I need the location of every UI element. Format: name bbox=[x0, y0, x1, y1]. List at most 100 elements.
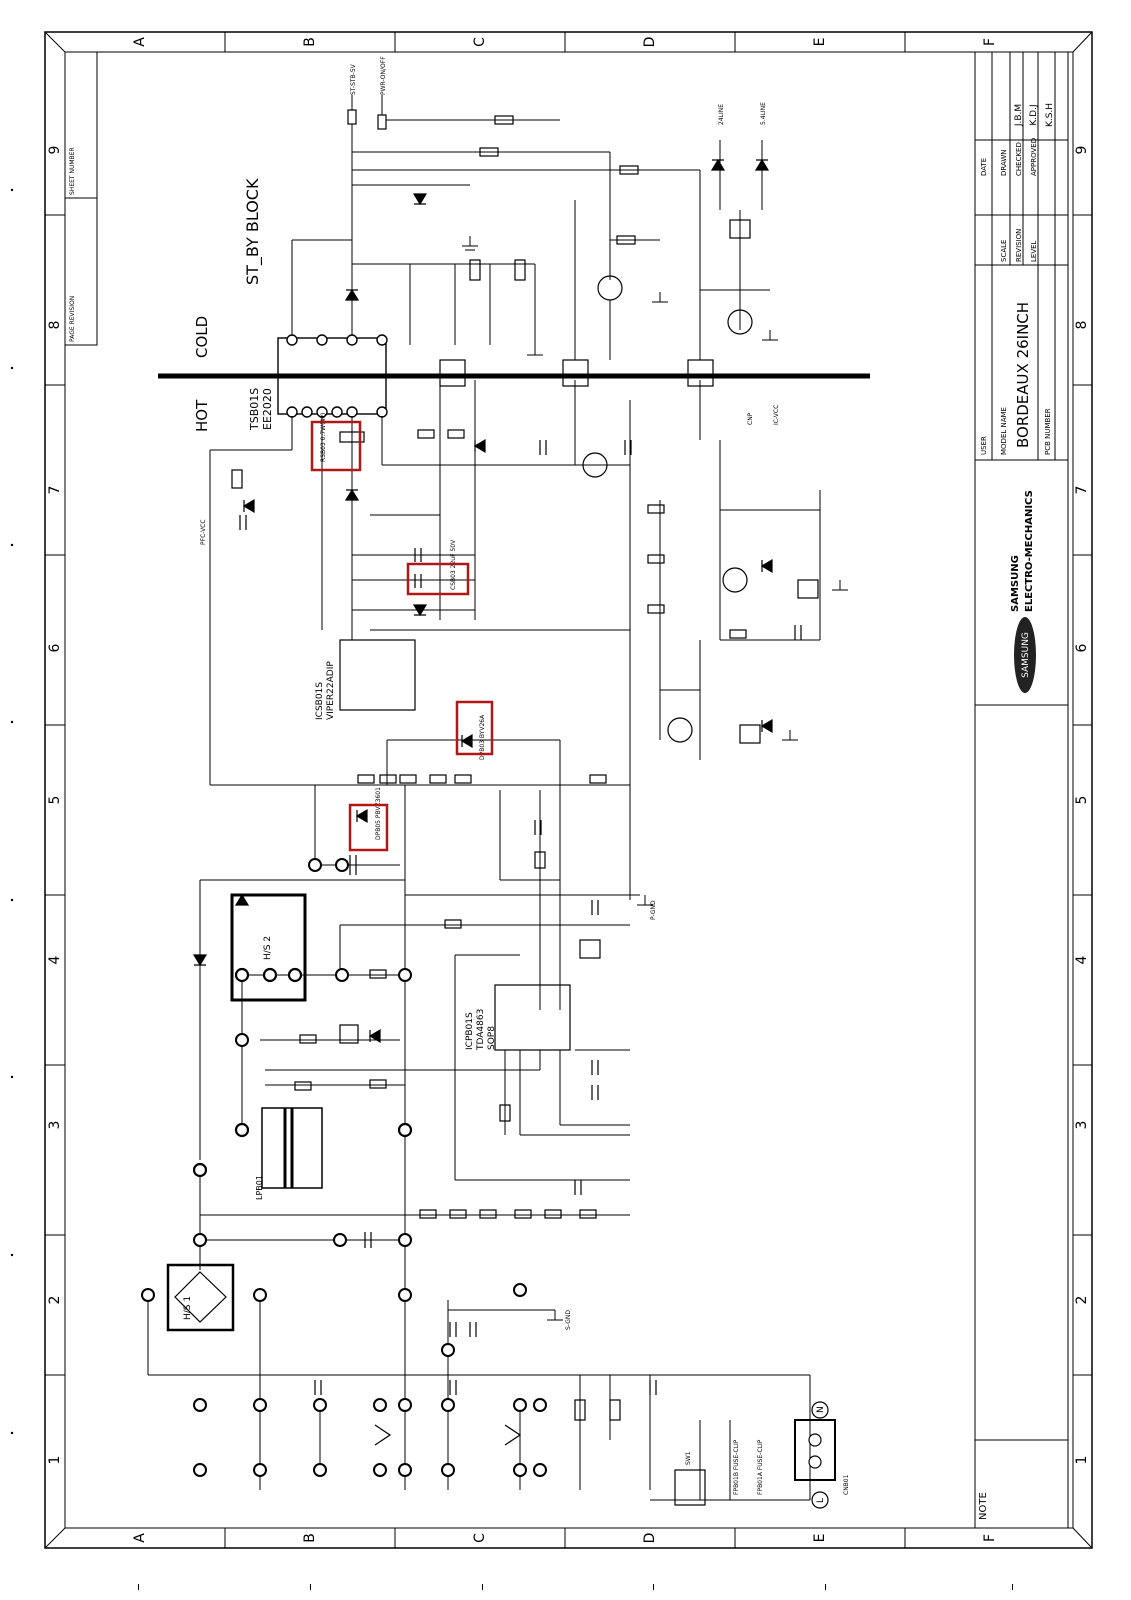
hot-side-label: HOT bbox=[193, 399, 211, 432]
sheet-border bbox=[44, 31, 1093, 1549]
highlight-diode-dpb03 bbox=[455, 700, 494, 756]
row-number: 5 bbox=[1074, 796, 1090, 805]
pfc-ic-ref: ICPB01S bbox=[465, 1012, 475, 1050]
column-markers: A B C D E F A B C D E F bbox=[132, 37, 998, 1544]
checked-label: CHECKED bbox=[1015, 142, 1023, 176]
net-ic-vcc: IC-VCC bbox=[773, 405, 780, 425]
net-24v-line: 24LINE bbox=[718, 104, 725, 125]
ground-symbols bbox=[462, 236, 848, 1321]
row-number: 7 bbox=[47, 486, 63, 495]
col-letter: F bbox=[982, 38, 998, 46]
net-labels: ST-STB-5V PWR-ON/OFF 24LINE 5.4LINE S-GN… bbox=[200, 56, 850, 1503]
transformer-ref: TSB01S bbox=[248, 388, 261, 431]
standby-transformer bbox=[277, 334, 388, 418]
title-block-text: DATE DRAWN CHECKED APPROVED J.B.M K.D.J … bbox=[978, 103, 1055, 1520]
row-markers: 9 8 7 6 5 4 3 2 1 9 8 7 6 5 4 3 2 1 bbox=[47, 146, 1090, 1465]
col-letter: A bbox=[132, 1533, 148, 1543]
schematic-wiring bbox=[147, 95, 821, 1501]
net-5v4-line: 5.4LINE bbox=[760, 102, 767, 125]
pfc-ic-package: SOP8 bbox=[487, 1026, 497, 1050]
transformer-core: EE2020 bbox=[261, 388, 274, 430]
highlight-capacitor-csb03 bbox=[406, 562, 470, 596]
net-pwr-on-off: PWR-ON/OFF bbox=[380, 56, 387, 95]
level-label: LEVEL bbox=[1030, 240, 1038, 262]
row-number: 8 bbox=[47, 321, 63, 330]
pcb-number-label: PCB NUMBER bbox=[1044, 408, 1052, 455]
resistor-rsb03-label: RSB03 0.7W(4P) bbox=[320, 413, 327, 462]
drawn-by: J.B.M bbox=[1014, 104, 1024, 127]
user-label: USER bbox=[980, 436, 988, 455]
col-letter: C bbox=[472, 37, 488, 47]
net-pfc-vcc: PFC-VCC bbox=[200, 519, 207, 545]
model-name-label: MODEL NAME bbox=[1000, 407, 1008, 455]
col-letter: A bbox=[132, 37, 148, 47]
standby-ic-part: VIPER22ADIP bbox=[326, 661, 336, 720]
row-number: 4 bbox=[47, 955, 63, 964]
heatsink-1-label: H/S 1 bbox=[183, 1296, 193, 1320]
row-number: 6 bbox=[1074, 643, 1090, 652]
model-name: BORDEAUX 26INCH bbox=[1014, 302, 1032, 448]
row-number: 3 bbox=[1074, 1121, 1090, 1130]
fuse-2-label: FPB01B FUSE-CLIP bbox=[733, 1439, 740, 1495]
col-letter: C bbox=[472, 1533, 488, 1543]
edge-dots bbox=[10, 188, 1013, 1590]
block-title: ST_BY BLOCK bbox=[243, 178, 263, 285]
line-l-label: L bbox=[816, 1498, 826, 1503]
approved-by: K.S.H bbox=[1045, 103, 1055, 127]
highlight-boxes bbox=[310, 420, 494, 852]
standby-ic-ref: ICSB01S bbox=[315, 682, 325, 720]
company-name-line1: SAMSUNG bbox=[1010, 555, 1021, 612]
line-n-label: N bbox=[816, 1406, 826, 1413]
scale-label: SCALE bbox=[1000, 240, 1008, 262]
title-block-frame bbox=[974, 51, 1069, 1529]
page-revision-label: PAGE REVISION bbox=[69, 296, 76, 342]
highlight-resistor-rsb03 bbox=[310, 420, 362, 472]
col-letter: F bbox=[982, 1534, 998, 1542]
heatsink-2-label: H/S 2 bbox=[263, 936, 273, 960]
col-letter: E bbox=[812, 38, 828, 47]
net-p-gnd: P-GND bbox=[650, 900, 657, 920]
net-s-gnd: S-GND bbox=[565, 1310, 572, 1330]
row-number: 8 bbox=[1074, 321, 1090, 330]
net-st-5v: ST-STB-5V bbox=[350, 63, 357, 95]
components bbox=[141, 109, 836, 1509]
revision-label: REVISION bbox=[1015, 229, 1023, 262]
switch-label: SW1 bbox=[685, 1451, 692, 1465]
date-label: DATE bbox=[980, 158, 988, 176]
row-number: 9 bbox=[47, 146, 63, 155]
row-number: 1 bbox=[1074, 1456, 1090, 1465]
pfc-inductor-label: LPB01 bbox=[255, 1175, 264, 1200]
row-number: 2 bbox=[1074, 1296, 1090, 1305]
row-number: 4 bbox=[1074, 955, 1090, 964]
row-number: 5 bbox=[47, 796, 63, 805]
diode-dpb03-label: DPB03 BYV26A bbox=[479, 714, 486, 760]
row-number: 6 bbox=[47, 643, 63, 652]
company-logo: SAMSUNG SAMSUNG ELECTRO-MECHANICS bbox=[1010, 490, 1036, 693]
highlight-diode-dpb05 bbox=[348, 803, 389, 852]
sheet-number-label: SHEET NUMBER bbox=[69, 147, 76, 195]
row-number: 1 bbox=[47, 1456, 63, 1465]
row-number: 7 bbox=[1074, 486, 1090, 495]
net-cnp: CNP bbox=[747, 412, 754, 425]
fuse-1-label: FPB01A FUSE-CLIP bbox=[757, 1439, 764, 1495]
pfc-ic-part: TDA4863 bbox=[476, 1009, 486, 1051]
sheet-info-box bbox=[64, 51, 98, 346]
cold-side-label: COLD bbox=[193, 316, 211, 358]
approved-label: APPROVED bbox=[1030, 138, 1038, 176]
col-letter: D bbox=[642, 37, 658, 48]
input-connector-ref: CNB01 bbox=[843, 1474, 850, 1495]
row-number: 2 bbox=[47, 1296, 63, 1305]
col-letter: B bbox=[302, 37, 318, 47]
row-number: 9 bbox=[1074, 146, 1090, 155]
checked-by: K.D.J bbox=[1029, 104, 1039, 125]
note-label: NOTE bbox=[978, 1492, 989, 1520]
diode-dpb05-label: DPB05 PBVZ3601 bbox=[375, 787, 382, 840]
row-number: 3 bbox=[47, 1121, 63, 1130]
col-letter: B bbox=[302, 1533, 318, 1543]
col-letter: E bbox=[812, 1534, 828, 1543]
company-name-line2: ELECTRO-MECHANICS bbox=[1024, 490, 1035, 612]
drawn-label: DRAWN bbox=[1000, 149, 1008, 176]
col-letter: D bbox=[642, 1533, 658, 1544]
logo-text: SAMSUNG bbox=[1021, 632, 1031, 678]
